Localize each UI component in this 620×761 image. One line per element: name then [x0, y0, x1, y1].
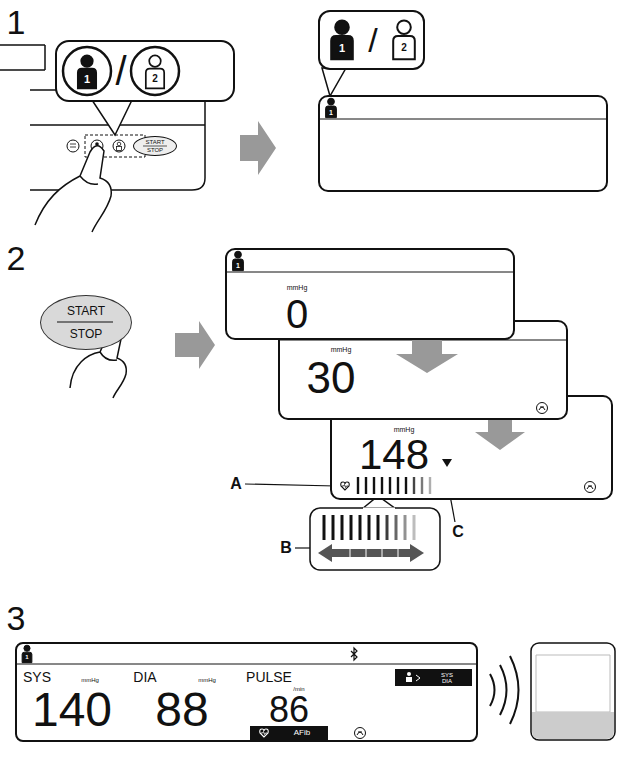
- display-text: STOP: [70, 328, 102, 340]
- display-text: 140: [32, 686, 112, 734]
- display-text: 30: [307, 356, 356, 400]
- callout-letter: C: [452, 524, 464, 540]
- display-text: 148: [359, 434, 429, 476]
- display-text: 0: [286, 294, 308, 334]
- lcd-screen: 1: [318, 95, 608, 192]
- display-text: /: [368, 23, 377, 57]
- display-text: DIA: [133, 670, 156, 684]
- display-text: START: [67, 305, 105, 317]
- display-text: AFib: [294, 729, 310, 737]
- step-arrow: [175, 321, 215, 369]
- node-graphic: [320, 97, 610, 194]
- step-number: 3: [7, 601, 26, 635]
- bar-zoom: [310, 496, 440, 570]
- node-graphic: [227, 250, 517, 342]
- display-text: STOP: [147, 147, 163, 153]
- display-text: mmHg: [331, 346, 352, 353]
- display-text: 1: [339, 42, 345, 53]
- display-text: SYS: [23, 670, 51, 684]
- step-arrow: [240, 121, 276, 175]
- display-text: 86: [269, 692, 309, 728]
- display-text: 1: [236, 261, 240, 268]
- display-text: /: [115, 51, 126, 91]
- callout-letter: A: [230, 476, 242, 492]
- radio-waves: [490, 656, 519, 724]
- lcd-screen: 1SYSmmHgDIAmmHgPULSE/min1408886SYS DIAAF…: [15, 642, 478, 742]
- display-text: mmHg: [198, 677, 216, 683]
- display-text: 2: [401, 43, 407, 53]
- device-panel: [0, 45, 205, 190]
- callout-letter: B: [280, 540, 292, 556]
- display-text: 88: [155, 686, 208, 734]
- display-text: SYS DIA: [440, 672, 454, 684]
- display-text: START: [145, 139, 164, 145]
- display-text: mmHg: [81, 677, 99, 683]
- zoom-tail: [92, 100, 132, 135]
- display-text: 1: [25, 654, 28, 660]
- display-text: mmHg: [287, 284, 308, 291]
- display-text: 2: [152, 74, 158, 84]
- start-stop-button: START STOP: [133, 136, 177, 156]
- step-number: 1: [7, 5, 26, 39]
- lcd-screen: 1 mmHg 0: [225, 248, 515, 340]
- step-number: 2: [7, 241, 26, 275]
- hand: [35, 146, 111, 232]
- display-text: 1: [84, 73, 90, 84]
- zoom-tail: [322, 68, 346, 96]
- display-text: mmHg: [394, 426, 415, 433]
- smartphone: [531, 643, 615, 740]
- display-text: PULSE: [246, 670, 292, 684]
- zoom-bubble: 1 / 2: [318, 10, 425, 70]
- zoom-bubble: 1 / 2: [55, 40, 235, 102]
- display-text: 1: [329, 108, 333, 115]
- start-stop-button: START STOP: [40, 295, 132, 350]
